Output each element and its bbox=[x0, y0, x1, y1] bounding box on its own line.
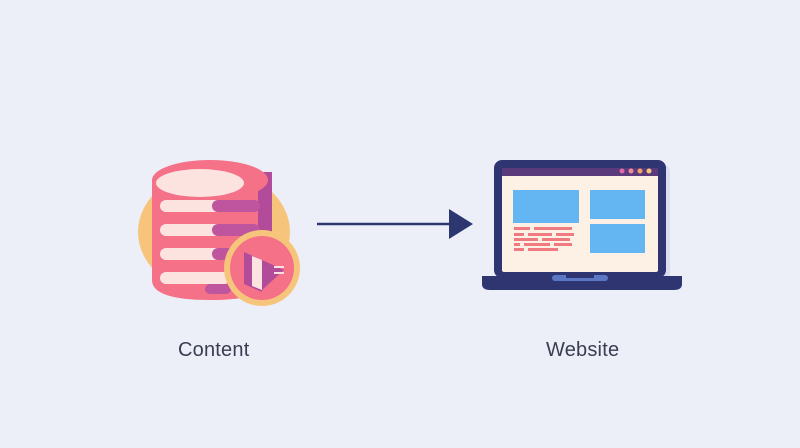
content-label: Content bbox=[178, 339, 250, 361]
website-label: Website bbox=[546, 339, 620, 361]
